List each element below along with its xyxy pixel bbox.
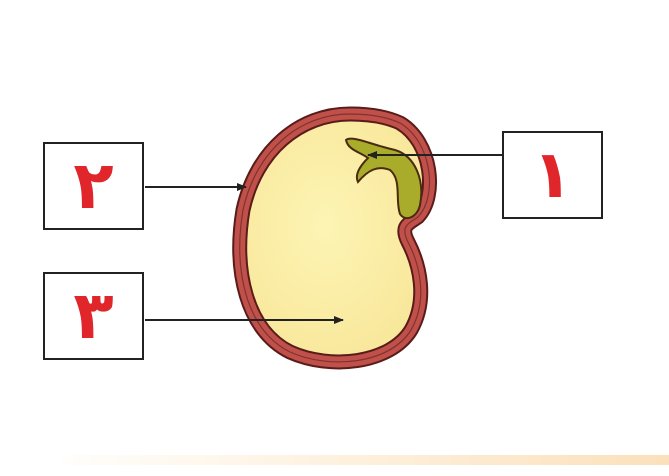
label-3-text: ٣ — [73, 277, 114, 354]
label-box-1: ١ — [502, 131, 603, 219]
label-box-3: ٣ — [43, 272, 144, 360]
label-box-2: ٢ — [43, 142, 144, 230]
embryo — [344, 137, 423, 220]
label-1-text: ١ — [532, 136, 573, 213]
seed — [232, 106, 437, 370]
decorative-band — [60, 455, 669, 465]
label-2-text: ٢ — [73, 147, 114, 224]
